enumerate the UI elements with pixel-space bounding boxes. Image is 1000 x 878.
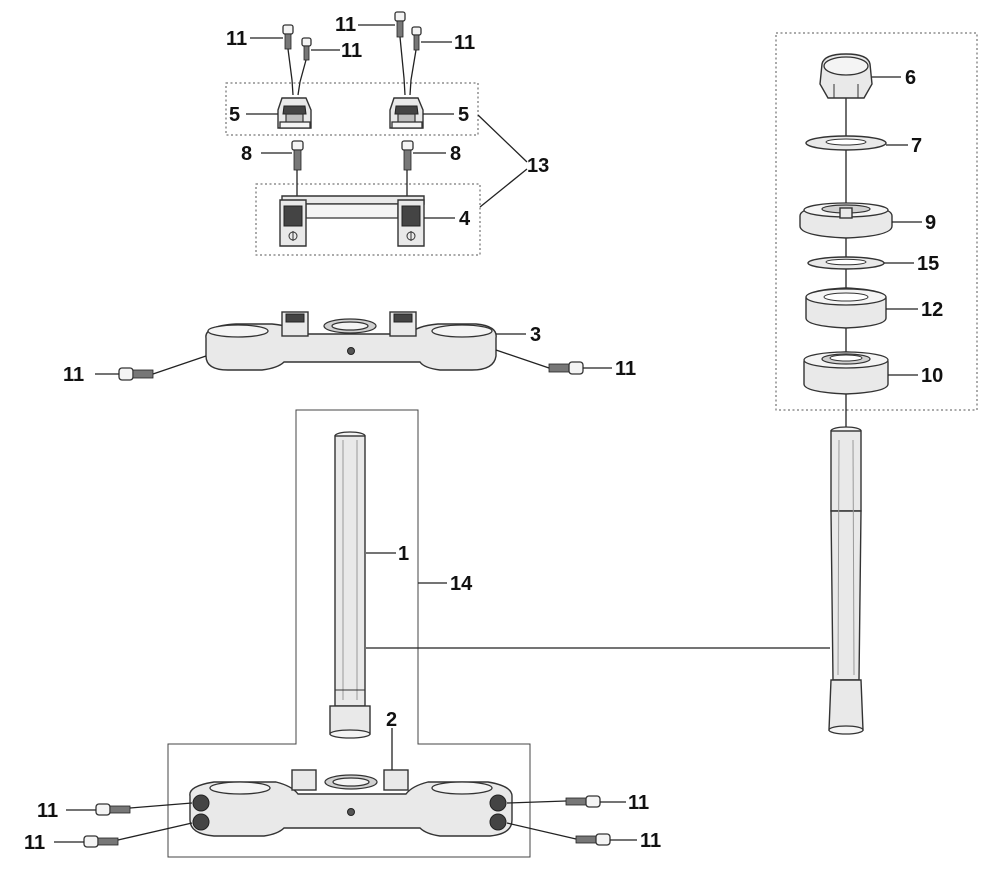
clamp-bolt-top-2 bbox=[297, 37, 312, 96]
label-11-top-3: 11 bbox=[335, 14, 356, 36]
lower-clamp-bolt-left-1 bbox=[95, 802, 193, 816]
lower-clamp-bolt-right-2 bbox=[506, 822, 611, 846]
label-5-right: 5 bbox=[458, 104, 469, 126]
clamp-bolt-8-left bbox=[291, 140, 304, 197]
label-13: 13 bbox=[527, 155, 549, 177]
label-4: 4 bbox=[459, 208, 471, 230]
stem-assembly-outline bbox=[167, 409, 531, 858]
label-10: 10 bbox=[921, 365, 943, 387]
label-3: 3 bbox=[530, 324, 541, 346]
bearing-12 bbox=[805, 287, 887, 329]
lower-clamp-bolt-right-1 bbox=[506, 795, 601, 808]
label-11-lower-left-2: 11 bbox=[24, 832, 45, 854]
crown-pinch-bolt-left bbox=[118, 355, 207, 381]
label-11-top-4: 11 bbox=[454, 32, 475, 54]
label-11-lower-right-1: 11 bbox=[628, 792, 649, 814]
label-7: 7 bbox=[911, 135, 922, 157]
steering-stem bbox=[329, 431, 371, 739]
label-11-crown-right: 11 bbox=[615, 358, 636, 380]
label-11-lower-right-2: 11 bbox=[640, 830, 661, 852]
clamp-bolt-top-3 bbox=[394, 11, 406, 96]
label-11-lower-left-1: 11 bbox=[37, 800, 58, 822]
lower-clamp-bolt-left-2 bbox=[83, 822, 193, 848]
leader-lines bbox=[54, 24, 922, 843]
bearing-10 bbox=[803, 351, 889, 395]
crown-pinch-bolt-right bbox=[495, 349, 584, 375]
lower-triple-clamp bbox=[189, 769, 513, 837]
label-9: 9 bbox=[925, 212, 936, 234]
label-5-left: 5 bbox=[229, 104, 240, 126]
label-14: 14 bbox=[450, 573, 473, 595]
clamp-bolt-8-right bbox=[401, 140, 414, 197]
label-12: 12 bbox=[921, 299, 943, 321]
label-8-right: 8 bbox=[450, 143, 461, 165]
washer-7 bbox=[805, 135, 887, 151]
label-15: 15 bbox=[917, 253, 939, 275]
label-11-crown-left: 11 bbox=[63, 364, 84, 386]
label-1: 1 bbox=[398, 543, 409, 565]
stem-nut bbox=[819, 53, 873, 99]
steering-shaft-detail bbox=[828, 426, 864, 735]
label-8-left: 8 bbox=[241, 143, 252, 165]
upper-clamp-right bbox=[389, 97, 424, 129]
washer-15 bbox=[807, 256, 885, 270]
upper-triple-clamp bbox=[205, 311, 497, 371]
clamp-bolt-top-4 bbox=[409, 26, 422, 96]
label-11-top-1: 11 bbox=[226, 28, 247, 50]
label-11-top-2: 11 bbox=[341, 40, 362, 62]
steering-bearing-kit-box bbox=[775, 32, 978, 411]
upper-clamp-left bbox=[277, 97, 312, 129]
label-6: 6 bbox=[905, 67, 916, 89]
handlebar-clamp-lower-group-box bbox=[255, 183, 481, 256]
handlebar-clamp-upper-group-box bbox=[225, 82, 479, 136]
clamp-bolt-top-1 bbox=[282, 24, 294, 96]
label-2: 2 bbox=[386, 709, 397, 731]
handlebar-bridge bbox=[279, 195, 425, 247]
adjusting-nut-9 bbox=[799, 202, 893, 239]
